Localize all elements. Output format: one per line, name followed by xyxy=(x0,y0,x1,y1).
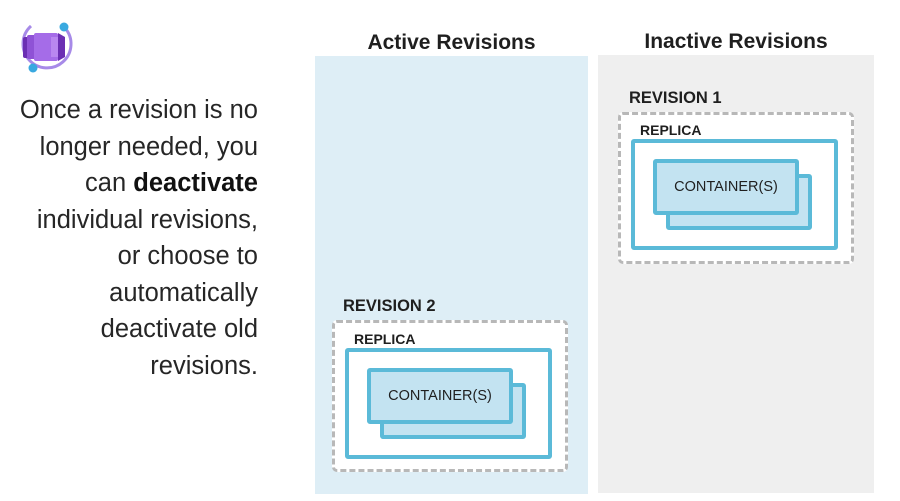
revision-1-container-label: CONTAINER(S) xyxy=(674,179,778,195)
revision-1-container: CONTAINER(S) xyxy=(653,159,799,215)
revision-1-label: REVISION 1 xyxy=(629,89,722,107)
inactive-revisions-title: Inactive Revisions xyxy=(644,30,828,53)
revision-2-container: CONTAINER(S) xyxy=(367,368,513,424)
description-bold: deactivate xyxy=(133,169,258,197)
description-text: Once a revision is no longer needed, you… xyxy=(12,92,258,384)
revision-2-label: REVISION 2 xyxy=(343,297,436,315)
revision-2-container-label: CONTAINER(S) xyxy=(388,388,492,404)
active-revisions-title: Active Revisions xyxy=(367,31,536,54)
revision-1-replica-label: REPLICA xyxy=(640,122,702,138)
description-after: individual revisions, or choose to autom… xyxy=(36,205,258,380)
revision-2-replica-label: REPLICA xyxy=(354,331,416,347)
container-apps-logo-icon xyxy=(15,18,77,76)
description-before: Once a revision is no longer needed, you… xyxy=(19,96,258,197)
